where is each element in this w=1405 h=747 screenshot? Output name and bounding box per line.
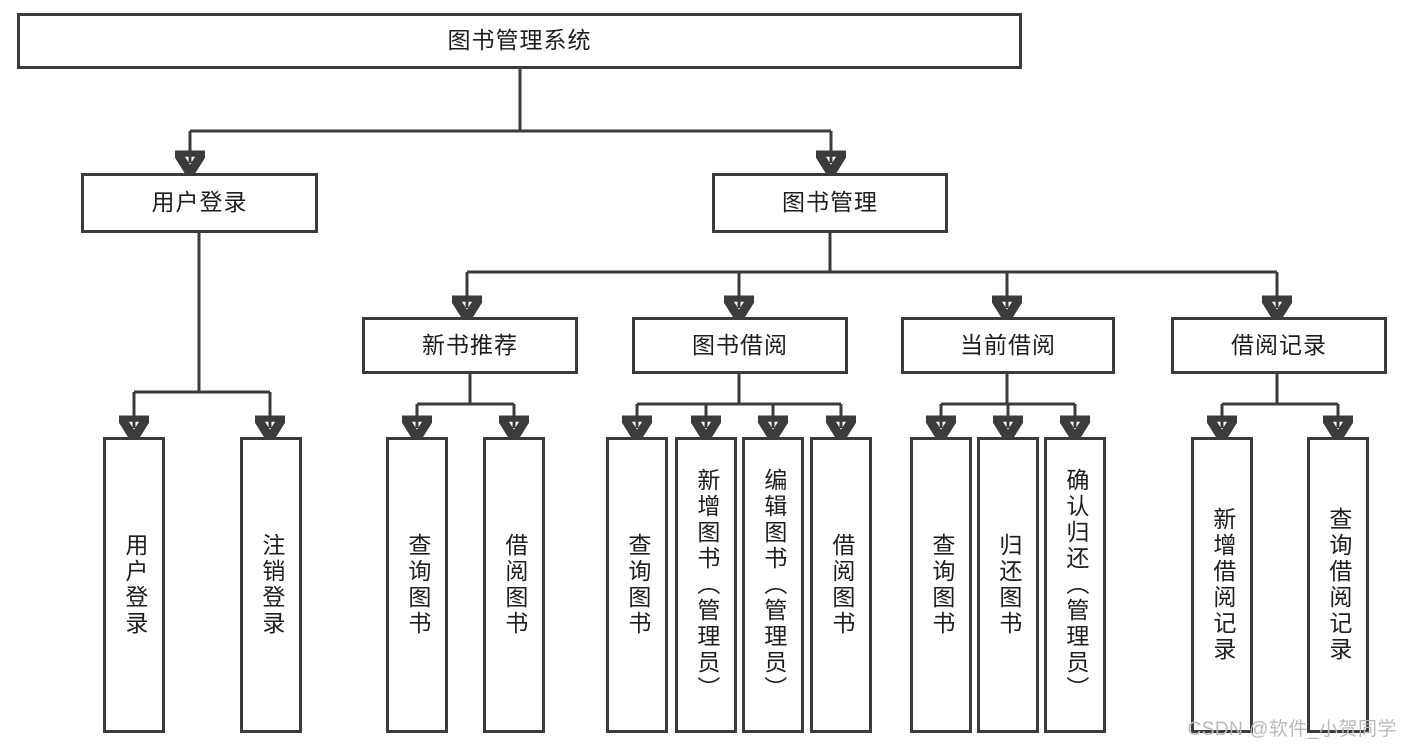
node-label: 查询图书	[928, 533, 955, 637]
leaf-borrow-edit-book-admin[interactable]: 编辑图书（管理员）	[742, 437, 804, 733]
node-label: 当前借阅	[960, 331, 1056, 358]
node-new-book-recommend[interactable]: 新书推荐	[362, 317, 578, 374]
leaf-current-return-book[interactable]: 归还图书	[977, 437, 1039, 733]
leaf-borrow-add-book-admin[interactable]: 新增图书（管理员）	[675, 437, 737, 733]
node-label: 查询借阅记录	[1325, 507, 1352, 663]
node-label: 新书推荐	[422, 331, 518, 358]
node-label: 注销登录	[258, 533, 285, 637]
leaf-record-add-record[interactable]: 新增借阅记录	[1191, 437, 1253, 733]
node-label: 确认归还（管理员）	[1062, 468, 1089, 702]
node-label: 图书管理系统	[447, 27, 592, 54]
leaf-current-confirm-return-admin[interactable]: 确认归还（管理员）	[1044, 437, 1106, 733]
leaf-borrow-query-book[interactable]: 查询图书	[606, 437, 668, 733]
leaf-current-query-book[interactable]: 查询图书	[910, 437, 972, 733]
node-borrow-record[interactable]: 借阅记录	[1171, 317, 1387, 374]
leaf-record-query-record[interactable]: 查询借阅记录	[1307, 437, 1369, 733]
watermark-text: CSDN @软件_小贺同学	[1187, 719, 1397, 740]
node-label: 图书借阅	[692, 331, 788, 358]
node-label: 借阅图书	[828, 533, 855, 637]
node-label: 用户登录	[121, 533, 148, 637]
node-current-borrow[interactable]: 当前借阅	[901, 317, 1115, 374]
node-label: 借阅记录	[1231, 331, 1327, 358]
leaf-new-book-query[interactable]: 查询图书	[386, 437, 448, 733]
node-book-borrow[interactable]: 图书借阅	[632, 317, 848, 374]
node-label: 新增借阅记录	[1209, 507, 1236, 663]
leaf-user-login-login[interactable]: 用户登录	[103, 437, 165, 733]
node-book-management[interactable]: 图书管理	[712, 173, 948, 233]
node-label: 查询图书	[624, 533, 651, 637]
node-label: 新增图书（管理员）	[693, 468, 720, 702]
node-system-root[interactable]: 图书管理系统	[17, 13, 1022, 69]
node-label: 借阅图书	[501, 533, 528, 637]
node-label: 归还图书	[995, 533, 1022, 637]
node-label: 编辑图书（管理员）	[760, 468, 787, 702]
leaf-borrow-borrow-book[interactable]: 借阅图书	[810, 437, 872, 733]
node-label: 图书管理	[782, 189, 878, 216]
node-user-login[interactable]: 用户登录	[81, 173, 318, 233]
leaf-user-login-logout[interactable]: 注销登录	[240, 437, 302, 733]
node-label: 查询图书	[404, 533, 431, 637]
node-label: 用户登录	[151, 189, 248, 216]
leaf-new-book-borrow[interactable]: 借阅图书	[483, 437, 545, 733]
